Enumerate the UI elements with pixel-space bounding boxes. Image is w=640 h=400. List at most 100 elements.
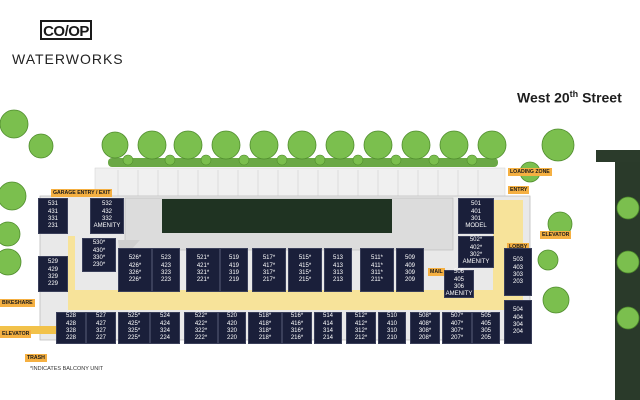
unit-number: 503 (512, 257, 523, 264)
unit-number: AMENITY (445, 291, 473, 298)
unit-number: 327 (95, 328, 106, 334)
unit-number: 324 (159, 328, 170, 334)
unit-number: 326* (128, 270, 142, 276)
unit-number: 308* (418, 328, 432, 334)
unit-number: 518* (258, 313, 272, 320)
unit-number: 412* (354, 320, 368, 327)
unit-block[interactable]: 508*408*308*208* (410, 312, 440, 344)
unit-number: 403 (512, 264, 523, 271)
unit-number: 417* (262, 262, 276, 269)
pool (162, 199, 392, 233)
unit-number: 329 (47, 274, 58, 280)
unit-number: 429 (47, 266, 58, 273)
unit-number: 425* (127, 320, 141, 327)
unit-number: 328 (65, 328, 76, 334)
unit-number: 422* (194, 320, 208, 327)
unit-block[interactable]: 502*402*302*AMENITY (458, 236, 494, 268)
unit-block[interactable]: 518*418*318*218* (248, 312, 282, 344)
unit-block[interactable]: 515*415*315*215* (288, 248, 322, 292)
unit-number: 528 (65, 313, 76, 320)
unit-number: AMENITY (462, 259, 490, 266)
unit-number: 416* (290, 320, 304, 327)
unit-block[interactable]: 517*417*317*217* (252, 248, 286, 292)
unit-number: 330* (92, 255, 106, 261)
unit-number: 220 (226, 335, 237, 342)
unit-block[interactable]: 516*416*316*216* (282, 312, 312, 344)
unit-number: 426* (128, 262, 142, 269)
unit-number: 521* (196, 255, 210, 262)
unit-block[interactable]: 521*421*321*221* (186, 248, 220, 292)
unit-number: 302* (469, 252, 483, 258)
unit-number: 408* (418, 320, 432, 327)
unit-number: 214 (322, 335, 333, 342)
unit-number: 322* (194, 328, 208, 334)
unit-number: 411* (371, 262, 383, 269)
unit-number: 515* (298, 255, 312, 262)
unit-number: 519 (228, 255, 239, 262)
unit-number: 210 (386, 335, 397, 342)
unit-number: 316* (290, 328, 304, 334)
legend: *INDICATES BALCONY UNIT (30, 366, 104, 372)
unit-number: 313 (332, 270, 343, 276)
unit-number: 307* (450, 328, 464, 334)
unit-number: 508* (418, 313, 432, 320)
unit-number: 213 (332, 277, 343, 284)
unit-number: 224 (159, 335, 170, 342)
unit-number: 304 (512, 322, 523, 328)
bikeshare-label: BIKESHARE (0, 299, 35, 307)
unit-block[interactable]: 526*426*326*226* (118, 248, 152, 292)
unit-number: 418* (258, 320, 272, 327)
unit-number: 516* (290, 313, 304, 320)
unit-number: 427 (95, 320, 106, 327)
unit-block[interactable]: 530*430*330*230* (82, 238, 116, 272)
unit-block[interactable]: 512*412*312*212* (346, 312, 376, 344)
unit-number: 216* (290, 335, 304, 342)
unit-number: 309 (404, 270, 415, 276)
unit-block[interactable]: 511*411*311*211* (360, 248, 394, 292)
trash-label: TRASH (25, 354, 47, 362)
unit-number: 402* (469, 244, 483, 251)
unit-number: 523 (160, 255, 171, 262)
unit-number: MODEL (465, 223, 487, 230)
unit-number: 527 (95, 313, 106, 320)
unit-number: 404 (512, 314, 523, 321)
elevator-left-label: ELEVATOR (0, 330, 32, 338)
unit-number: 506 (453, 269, 464, 276)
unit-number: 219 (228, 277, 239, 284)
unit-number: 511* (371, 255, 383, 262)
unit-number: 407* (450, 320, 464, 327)
unit-number: 413 (332, 262, 343, 269)
neighbor-building (596, 150, 640, 400)
unit-block[interactable]: 525*425*325*225* (118, 312, 150, 344)
elevator-label: ELEVATOR (540, 231, 572, 239)
unit-number: 421* (196, 262, 210, 269)
unit-number: 317* (262, 270, 276, 276)
unit-block[interactable]: 507*407*307*207* (442, 312, 472, 344)
unit-block[interactable]: 522*422*322*222* (184, 312, 218, 344)
unit-number: 529 (47, 259, 58, 266)
unit-number: 420 (226, 320, 237, 327)
unit-number: 531 (47, 201, 58, 208)
unit-number: 332 (101, 216, 112, 222)
unit-number: 215* (298, 277, 312, 284)
unit-number: 513 (332, 255, 343, 262)
